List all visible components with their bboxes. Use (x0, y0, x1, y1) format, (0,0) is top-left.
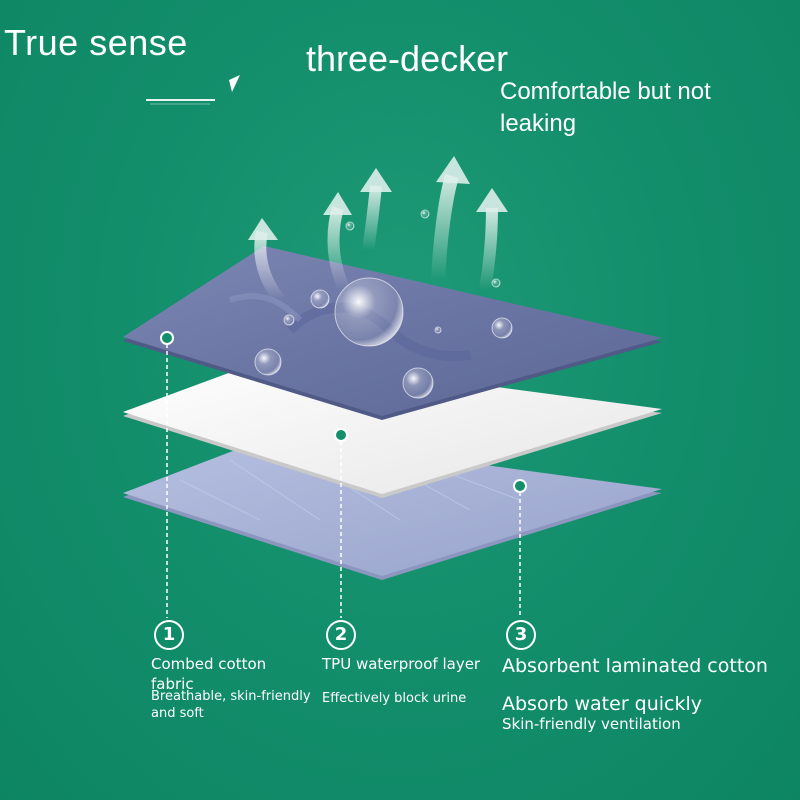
layer-1-description: Breathable, skin-friendly and soft (151, 689, 311, 721)
layer-3-number: 3 (506, 620, 536, 650)
middle-layer (123, 357, 662, 498)
layer-2-marker (334, 428, 348, 618)
heading-underline-decoration (146, 75, 240, 105)
heading-right: Comfortable but not leaking (500, 78, 711, 137)
layer-2-description: Effectively block urine (322, 691, 467, 706)
water-bubbles (254, 209, 513, 399)
heading-center: three-decker (306, 38, 509, 79)
layer-3-description: Absorb water quickly (502, 693, 703, 715)
layer-3-marker (513, 479, 527, 618)
layer-3-detail: Skin-friendly ventilation (502, 715, 681, 733)
heading-left: True sense (4, 22, 188, 63)
layer-1-number: 1 (154, 620, 184, 650)
layer-1-title: Combed cotton fabric (151, 655, 267, 693)
breathing-arrows (248, 156, 508, 304)
layer-2-title: TPU waterproof layer (322, 655, 481, 673)
layer-1-marker (160, 331, 174, 618)
layer-3-title: Absorbent laminated cotton (502, 655, 768, 677)
layer-2-number: 2 (326, 620, 356, 650)
